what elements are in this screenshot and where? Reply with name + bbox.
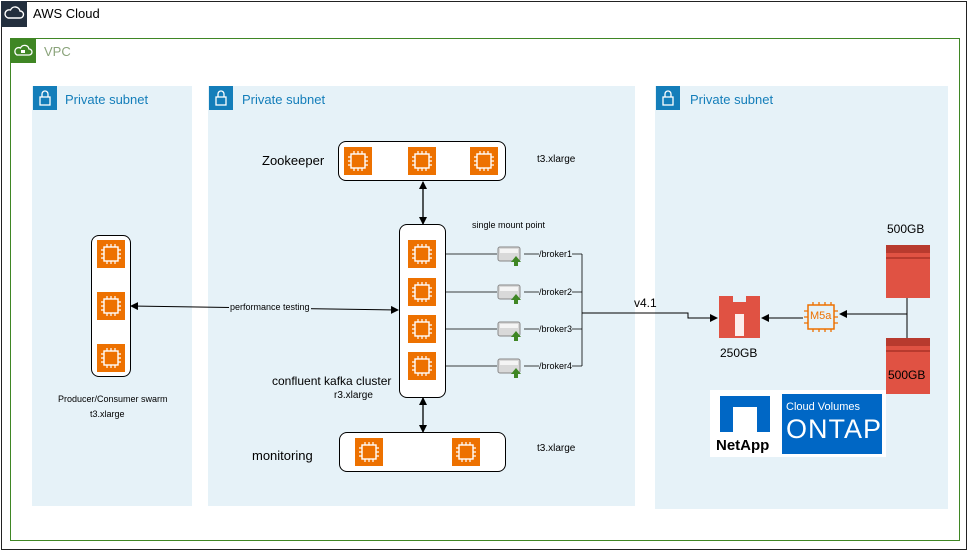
subnet-center-title: Private subnet	[242, 92, 326, 107]
ec2-instance-icon	[408, 352, 436, 380]
monitoring-label: monitoring	[252, 448, 313, 463]
subnet-left-title: Private subnet	[65, 92, 149, 107]
lock-icon	[33, 86, 57, 110]
ec2-instance-icon	[408, 147, 436, 175]
cloud-icon	[1, 1, 27, 27]
volume-500-top-icon	[886, 245, 930, 298]
volume-250-icon	[719, 296, 760, 338]
volume-500-top-label: 500GB	[887, 222, 925, 236]
broker-label: /broker2	[539, 287, 573, 297]
vpc-container	[10, 38, 960, 541]
subnet-right-title: Private subnet	[690, 92, 774, 107]
file-storage-icon	[497, 282, 523, 304]
cvo-badge: Cloud Volumes ONTAP	[782, 394, 882, 454]
monitoring-instance: t3.xlarge	[537, 443, 576, 454]
ec2-instance-icon	[408, 278, 436, 306]
netapp-cvo-logo: NetApp Cloud Volumes ONTAP	[710, 390, 886, 457]
m5a-instance-icon	[803, 301, 839, 333]
nfs-version-label: v4.1	[634, 296, 657, 310]
producer-label: Producer/Consumer swarm	[58, 394, 168, 404]
kafka-cluster-label: confluent kafka cluster	[272, 374, 392, 388]
mount-point-label: single mount point	[472, 220, 546, 230]
broker-label: /broker3	[539, 324, 573, 334]
zookeeper-instance: t3.xlarge	[537, 154, 576, 165]
ec2-instance-icon	[470, 147, 498, 175]
producer-instance: t3.xlarge	[90, 409, 125, 419]
netapp-logo-icon	[716, 394, 774, 434]
volume-500-bottom-icon	[886, 338, 930, 394]
cvo-line2: ONTAP	[786, 414, 883, 444]
ec2-instance-icon	[408, 315, 436, 343]
ec2-instance-icon	[97, 292, 125, 320]
lock-icon	[656, 86, 680, 110]
lock-icon	[209, 86, 233, 110]
vpc-icon	[10, 39, 36, 63]
netapp-label: NetApp	[716, 437, 770, 454]
zookeeper-label: Zookeeper	[262, 153, 325, 168]
ec2-instance-icon	[408, 240, 436, 268]
cvo-line1: Cloud Volumes	[786, 401, 860, 413]
broker-label: /broker4	[539, 361, 573, 371]
m5a-label: M5a	[810, 310, 832, 322]
broker-label: /broker1	[539, 249, 573, 259]
performance-testing-label: performance testing	[229, 302, 311, 312]
volume-250-label: 250GB	[720, 346, 758, 360]
file-storage-icon	[497, 244, 523, 266]
vpc-title: VPC	[44, 44, 71, 59]
ec2-instance-icon	[344, 147, 372, 175]
ec2-instance-icon	[97, 240, 125, 268]
ec2-instance-icon	[97, 344, 125, 372]
volume-500-bottom-label: 500GB	[888, 368, 926, 382]
file-storage-icon	[497, 319, 523, 341]
ec2-instance-icon	[452, 438, 480, 466]
file-storage-icon	[497, 356, 523, 378]
kafka-instance: r3.xlarge	[334, 390, 373, 401]
ec2-instance-icon	[355, 438, 383, 466]
aws-cloud-title: AWS Cloud	[33, 6, 100, 21]
